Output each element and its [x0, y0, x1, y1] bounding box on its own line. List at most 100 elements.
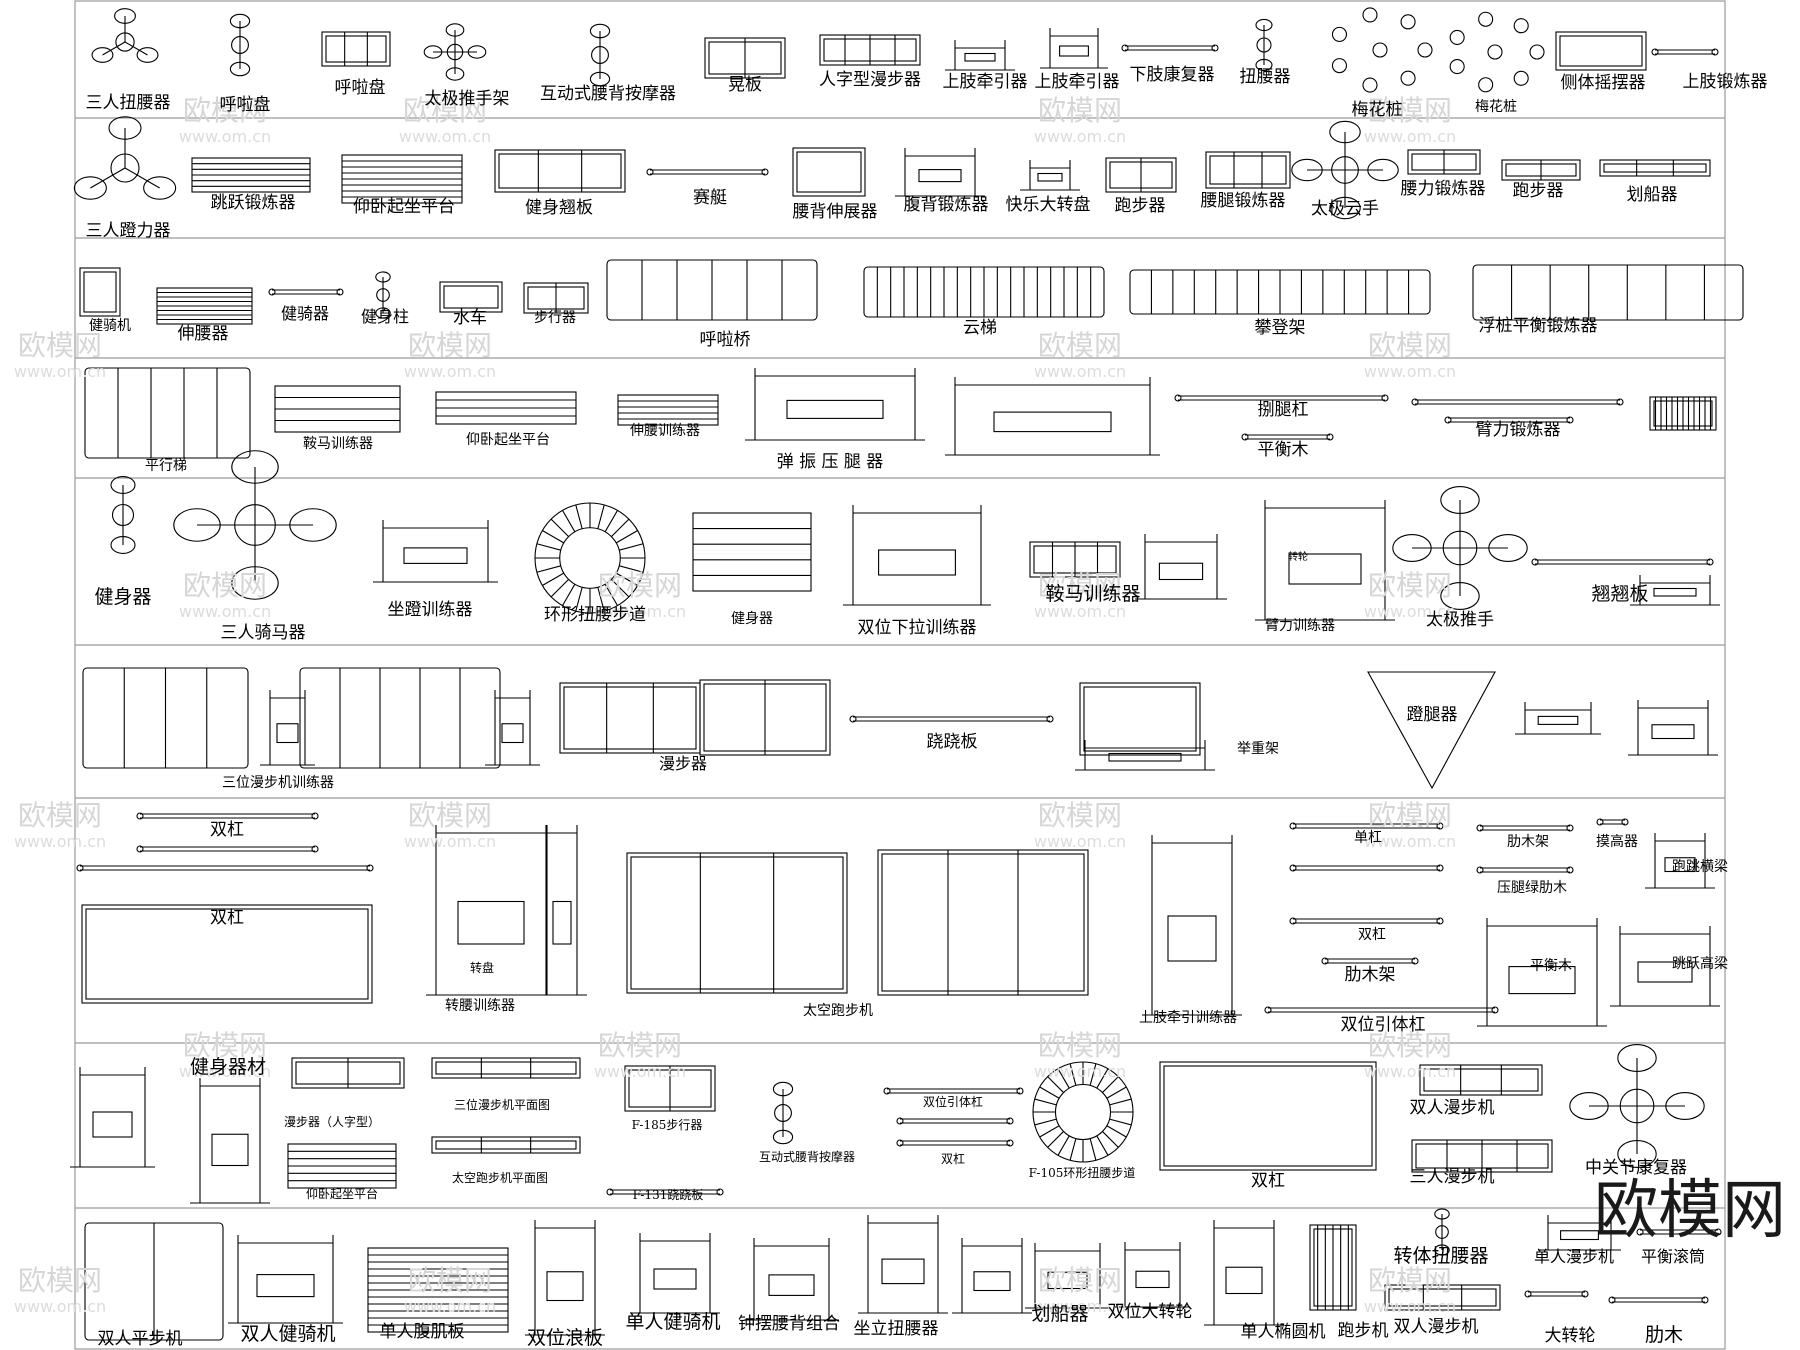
equipment-label: 三人扭腰器 [86, 93, 171, 113]
equipment-symbol [81, 904, 373, 1004]
equipment-symbol [190, 1078, 270, 1204]
equipment-symbol [1419, 1064, 1543, 1096]
watermark-brand: 欧模网 [1038, 799, 1122, 832]
equipment-symbol [630, 1233, 720, 1314]
equipment-symbol [525, 1220, 605, 1336]
equipment-label: F-185步行器 [632, 1118, 703, 1132]
watermark-url: www.om.cn [594, 1062, 686, 1081]
equipment-symbol [1020, 160, 1080, 191]
equipment-symbol [858, 1215, 948, 1314]
equipment-symbol [367, 1247, 509, 1333]
equipment-label: 跑步器 [1513, 181, 1564, 201]
equipment-symbol [1630, 575, 1720, 606]
watermark-url: www.om.cn [14, 1297, 106, 1316]
watermark-layer: 欧模网www.om.cn欧模网www.om.cn欧模网www.om.cn欧模网w… [14, 94, 1456, 1316]
equipment-symbol [1476, 824, 1574, 832]
equipment-symbol [82, 667, 249, 769]
equipment-label: 平行梯 [145, 458, 187, 474]
equipment-symbol [1434, 1208, 1450, 1256]
equipment-symbol [1174, 394, 1389, 402]
equipment-symbol [692, 512, 812, 592]
equipment-symbol [341, 154, 463, 204]
equipment-label: 扭腰器 [1240, 67, 1291, 87]
equipment-symbol [1309, 1224, 1357, 1311]
equipment-label: 腰背伸展器 [793, 202, 878, 222]
equipment-label: 上肢牵引器 [1035, 72, 1120, 92]
equipment-label: 快乐大转盘 [1006, 195, 1091, 215]
equipment-label: 坐立扭腰器 [854, 1319, 939, 1339]
equipment-label: 腰力锻炼器 [1401, 179, 1486, 199]
equipment-symbol [1105, 157, 1177, 193]
equipment-label: 呼啦桥 [700, 330, 751, 350]
watermark-brand: 欧模网 [1368, 799, 1452, 832]
equipment-label: 上肢锻炼器 [1683, 72, 1768, 92]
equipment-label: F-131跷跷板 [633, 1187, 704, 1202]
equipment-label: 环形扭腰步道 [544, 605, 646, 625]
equipment-label: 跳跃高梁 [1672, 955, 1728, 972]
equipment-label: 钟摆腰背组合 [738, 1314, 840, 1334]
equipment-label: 太极云手 [1311, 199, 1379, 219]
equipment-symbol [76, 864, 374, 872]
equipment-symbol [646, 168, 769, 176]
watermark-url: www.om.cn [1364, 127, 1456, 146]
equipment-label: 健身器 [731, 611, 773, 627]
equipment-label: 平衡滚筒 [1641, 1247, 1705, 1266]
equipment-label: 漫步器 [659, 754, 707, 773]
equipment-label: 肋木架 [1345, 965, 1396, 985]
equipment-label: 双杠 [210, 820, 244, 840]
equipment-label: F-105环形扭腰步道 [1029, 1166, 1136, 1180]
watermark-url: www.om.cn [179, 602, 271, 621]
equipment-label: 跳跃锻炼器 [211, 193, 296, 213]
equipment-symbol [494, 149, 626, 193]
equipment-symbol [945, 40, 1015, 71]
equipment-label: 健身柱 [361, 307, 409, 326]
equipment-label: 双杠 [1358, 927, 1386, 943]
equipment-symbol [1449, 11, 1545, 93]
equipment-label: 划船器 [1031, 1303, 1088, 1325]
equipment-label: 上肢牵引器 [943, 72, 1028, 92]
equipment-symbol [745, 368, 925, 441]
equipment-symbol [1367, 671, 1496, 790]
equipment-label: 双人健骑机 [240, 1323, 335, 1345]
equipment-label: 双杠 [210, 908, 244, 928]
equipment-label: 三人骑马器 [221, 623, 306, 643]
equipment-drawings [70, 7, 1744, 1341]
equipment-label: 肋木架 [1507, 834, 1549, 850]
equipment-symbol [1241, 433, 1334, 441]
equipment-label: 三人蹬力器 [86, 221, 171, 241]
equipment-symbol [1444, 416, 1574, 424]
equipment-symbol [1255, 500, 1395, 621]
equipment-symbol [1392, 486, 1528, 610]
equipment-symbol [1129, 269, 1431, 315]
equipment-label: 赛艇 [693, 187, 727, 208]
equipment-symbol [1538, 1215, 1621, 1251]
equipment-symbol [1651, 48, 1719, 56]
equipment-label: 腹背锻炼器 [904, 195, 989, 215]
watermark-brand: 欧模网 [1038, 329, 1122, 362]
equipment-symbol [136, 812, 319, 820]
equipment-label: 平衡木 [1530, 958, 1572, 974]
watermark-brand: 欧模网 [403, 94, 487, 127]
equipment-symbol [299, 667, 501, 769]
equipment-label: 梅花桩 [1352, 100, 1403, 120]
equipment-label: 上肢牵引训练器 [1139, 1010, 1237, 1026]
equipment-label: 鞍马训练器 [1045, 583, 1140, 605]
equipment-symbol [79, 267, 121, 317]
watermark-brand: 欧模网 [183, 1029, 267, 1062]
equipment-symbol [70, 1067, 155, 1168]
watermark-brand: 欧模网 [18, 1264, 102, 1297]
equipment-label: 臂力锻炼器 [1476, 420, 1561, 440]
equipment-symbol [945, 377, 1160, 456]
watermark-url: www.om.cn [1034, 1062, 1126, 1081]
equipment-label: 跑步机 [1338, 1321, 1389, 1341]
equipment-symbol [523, 282, 589, 314]
equipment-symbol [1029, 541, 1121, 578]
equipment-label: 健身翘板 [525, 198, 593, 218]
equipment-label: 举重架 [1237, 741, 1279, 757]
equipment-symbol [792, 147, 866, 197]
equipment-symbol [375, 271, 391, 319]
equipment-symbol [191, 157, 311, 193]
equipment-label: 单人健骑机 [625, 1311, 720, 1333]
watermark-brand: 欧模网 [1368, 1029, 1452, 1062]
watermark-url: www.om.cn [1364, 832, 1456, 851]
